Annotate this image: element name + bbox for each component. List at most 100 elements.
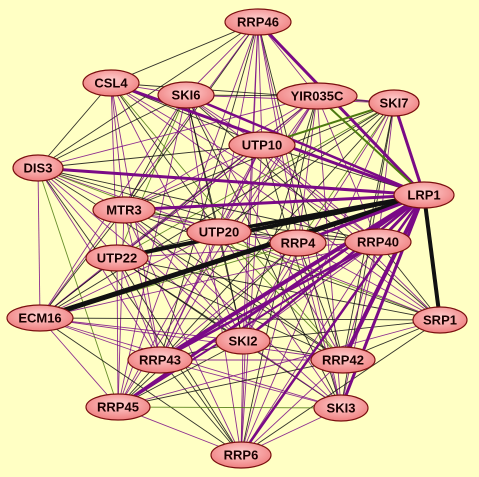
node-dis3[interactable]: DIS3: [12, 154, 64, 182]
edge-rrp43-ski3: [159, 359, 342, 409]
node-shape: [310, 346, 376, 374]
edge-mtr3-ski3: [123, 209, 342, 409]
edge-utp10-srp1: [261, 144, 441, 321]
edge-utp10-rrp40: [261, 144, 379, 243]
node-csl4[interactable]: CSL4: [82, 69, 140, 97]
edge-rrp46-utp10: [257, 21, 263, 146]
edge-lrp1-ecm16: [39, 192, 425, 321]
node-yir035c[interactable]: YIR035C: [276, 82, 358, 110]
edge-ski6-ski2: [185, 94, 244, 342]
edge-csl4-utp22: [110, 82, 118, 259]
node-shape: [276, 82, 358, 110]
node-utp20[interactable]: UTP20: [186, 218, 252, 246]
edge-rrp42-rrp45: [117, 359, 344, 408]
node-srp1[interactable]: SRP1: [412, 306, 468, 334]
node-label: LRP1: [407, 188, 440, 203]
node-label: RRP43: [139, 353, 181, 368]
edge-mtr3-srp1: [123, 209, 441, 321]
edge-rrp40-rrp45: [117, 241, 379, 408]
node-label: UTP10: [242, 138, 282, 153]
edge-ecm16-ski2: [39, 317, 244, 342]
edge-ski6-rrp6: [185, 94, 242, 456]
edge-ski7-ecm16: [39, 102, 395, 319]
node-shape: [393, 181, 455, 209]
edge-ski7-lrp1: [392, 102, 426, 196]
edge-rrp40-ski2: [242, 241, 379, 342]
edge-dis3-rrp45: [37, 167, 119, 408]
node-shape: [228, 131, 296, 159]
node-mtr3[interactable]: MTR3: [92, 196, 156, 224]
edge-rrp4-rrp43: [159, 242, 299, 361]
edge-rrp40-srp1: [377, 241, 441, 321]
node-label: UTP20: [199, 225, 239, 240]
node-rrp6[interactable]: RRP6: [210, 441, 272, 469]
edge-lrp1-ski2: [242, 194, 425, 342]
node-shape: [157, 81, 215, 109]
edge-rrp45-ski3: [117, 406, 342, 409]
edge-ecm16-srp1: [39, 317, 441, 321]
node-label: RRP4: [281, 236, 316, 251]
edge-csl4-mtr3: [110, 82, 125, 211]
edge-rrp40-ecm16: [39, 241, 379, 319]
edge-rrp46-rrp6: [240, 21, 259, 456]
node-utp22[interactable]: UTP22: [85, 244, 149, 272]
edge-lrp1-dis3: [37, 166, 425, 197]
edge-dis3-rrp42: [37, 167, 344, 361]
edge-rrp46-rrp45: [117, 21, 259, 408]
node-rrp43[interactable]: RRP43: [127, 346, 193, 374]
edge-csl4-dis3: [37, 82, 112, 169]
edge-utp20-ecm16: [39, 231, 220, 319]
node-ski3[interactable]: SKI3: [313, 394, 369, 422]
node-rrp45[interactable]: RRP45: [85, 393, 151, 421]
edge-ski6-mtr3: [123, 94, 187, 211]
node-rrp46[interactable]: RRP46: [224, 8, 292, 36]
edge-utp20-rrp43: [159, 231, 220, 361]
node-label: YIR035C: [291, 89, 344, 104]
node-rrp4[interactable]: RRP4: [269, 229, 327, 257]
node-ski6[interactable]: SKI6: [157, 81, 215, 109]
edge-ecm16-rrp45: [39, 317, 119, 408]
edge-rrp46-rrp42: [257, 21, 344, 361]
node-shape: [186, 218, 252, 246]
edge-rrp4-rrp45: [117, 242, 299, 408]
node-shape: [224, 8, 292, 36]
edge-ski7-rrp6: [240, 102, 395, 456]
node-shape: [82, 69, 140, 97]
edge-lrp1-mtr3: [123, 193, 425, 212]
node-ecm16[interactable]: ECM16: [6, 304, 74, 332]
edge-ski6-srp1: [185, 94, 441, 321]
node-shape: [85, 393, 151, 421]
node-ski2[interactable]: SKI2: [215, 327, 271, 355]
node-shape: [412, 306, 468, 334]
edge-utp22-rrp42: [116, 257, 344, 361]
node-shape: [368, 89, 420, 117]
edge-utp10-rrp6: [240, 144, 263, 456]
node-label: RRP42: [322, 353, 364, 368]
edge-ecm16-rrp6: [39, 317, 242, 456]
edge-lrp1-rrp46: [256, 20, 426, 197]
edge-utp22-rrp43: [116, 257, 161, 361]
node-utp10[interactable]: UTP10: [228, 131, 296, 159]
node-ski7[interactable]: SKI7: [368, 89, 420, 117]
node-shape: [85, 244, 149, 272]
edge-lrp1-rrp43: [158, 193, 426, 362]
node-lrp1[interactable]: LRP1: [393, 181, 455, 209]
edge-mtr3-rrp45: [117, 209, 125, 408]
node-rrp40[interactable]: RRP40: [344, 228, 412, 256]
node-label: MTR3: [106, 203, 141, 218]
edge-utp10-dis3: [37, 144, 263, 169]
node-label: RRP45: [97, 400, 139, 415]
edge-ski7-utp22: [116, 102, 395, 259]
node-label: SRP1: [423, 313, 457, 328]
node-label: SKI7: [380, 96, 409, 111]
node-shape: [6, 304, 74, 332]
edge-lrp1-srp1: [422, 194, 442, 321]
node-rrp42[interactable]: RRP42: [310, 346, 376, 374]
edge-yir035c-mtr3: [123, 95, 318, 211]
edge-utp22-rrp45: [116, 257, 119, 408]
node-label: ECM16: [18, 311, 61, 326]
edge-lrp1-ski6: [185, 93, 425, 197]
node-label: DIS3: [24, 161, 53, 176]
